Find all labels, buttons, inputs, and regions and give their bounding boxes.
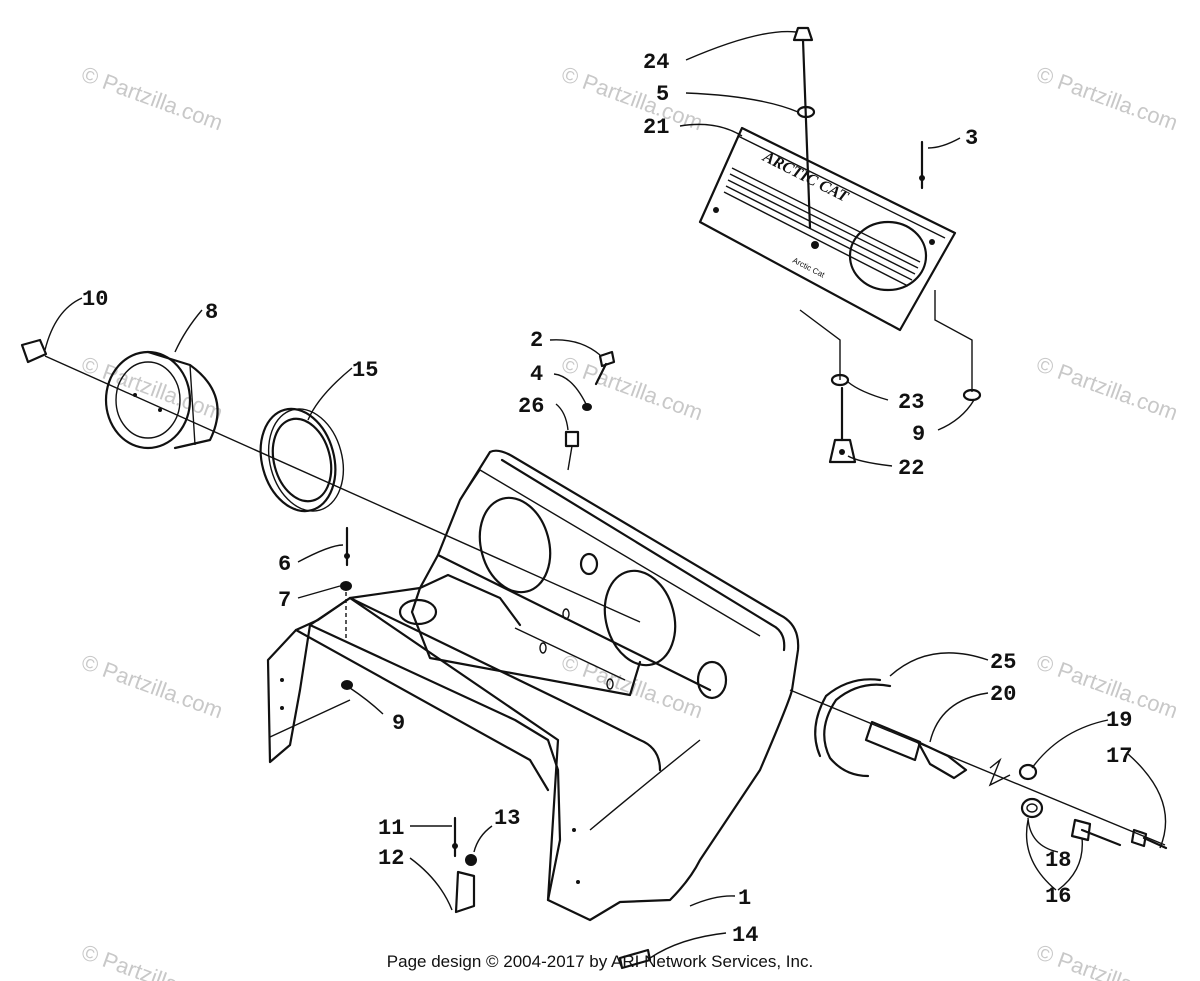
callout-4: 4 — [530, 362, 543, 387]
callout-2: 2 — [530, 328, 543, 353]
callout-19: 19 — [1106, 708, 1132, 733]
callout-14: 14 — [732, 923, 758, 948]
callout-21: 21 — [643, 115, 669, 140]
bottom-hardware — [452, 816, 652, 970]
callout-13: 13 — [494, 806, 520, 831]
watermark-text: © Partzilla.com — [1033, 351, 1181, 425]
decal-plate: ARCTIC CAT Arctic Cat — [698, 126, 957, 332]
leader-lines — [44, 30, 1167, 959]
callout-8: 8 — [205, 300, 218, 325]
callout-labels: 24 5 21 3 10 8 15 2 4 26 23 9 22 6 7 9 2… — [82, 50, 1132, 948]
watermark-text: © Partzilla.com — [558, 351, 706, 425]
dash-console — [266, 449, 800, 922]
callout-16: 16 — [1045, 884, 1071, 909]
callout-20: 20 — [990, 682, 1016, 707]
callout-18: 18 — [1045, 848, 1071, 873]
callout-9: 9 — [912, 422, 925, 447]
callout-9: 9 — [392, 711, 405, 736]
watermark-text: © Partzilla.com — [558, 61, 706, 135]
speedometer-gauge — [20, 338, 219, 450]
plate-brand: ARCTIC CAT — [759, 148, 851, 206]
callout-23: 23 — [898, 390, 924, 415]
callout-15: 15 — [352, 358, 378, 383]
watermarks: © Partzilla.com © Partzilla.com © Partzi… — [78, 61, 1181, 981]
watermark-text: © Partzilla.com — [78, 61, 226, 135]
plate-small-text: Arctic Cat — [791, 256, 827, 280]
watermark-text: © Partzilla.com — [78, 649, 226, 723]
callout-1: 1 — [738, 886, 751, 911]
callout-3: 3 — [965, 126, 978, 151]
watermark-text: © Partzilla.com — [1033, 61, 1181, 135]
footer-copyright: Page design © 2004-2017 by ARI Network S… — [386, 952, 814, 971]
callout-6: 6 — [278, 552, 291, 577]
callout-12: 12 — [378, 846, 404, 871]
callout-5: 5 — [656, 82, 669, 107]
key-switch-assembly — [814, 678, 1168, 850]
bolt-stack — [564, 350, 616, 471]
callout-10: 10 — [82, 287, 108, 312]
alignment-line-switch — [789, 689, 1166, 846]
callout-25: 25 — [990, 650, 1016, 675]
callout-7: 7 — [278, 588, 291, 613]
callout-11: 11 — [378, 816, 404, 841]
callout-22: 22 — [898, 456, 924, 481]
left-hardware — [340, 526, 353, 690]
bezel-ring — [259, 407, 344, 513]
callout-24: 24 — [643, 50, 669, 75]
callout-26: 26 — [518, 394, 544, 419]
plate-hardware — [792, 26, 982, 464]
callout-17: 17 — [1106, 744, 1132, 769]
alignment-line-gauge — [44, 355, 641, 623]
